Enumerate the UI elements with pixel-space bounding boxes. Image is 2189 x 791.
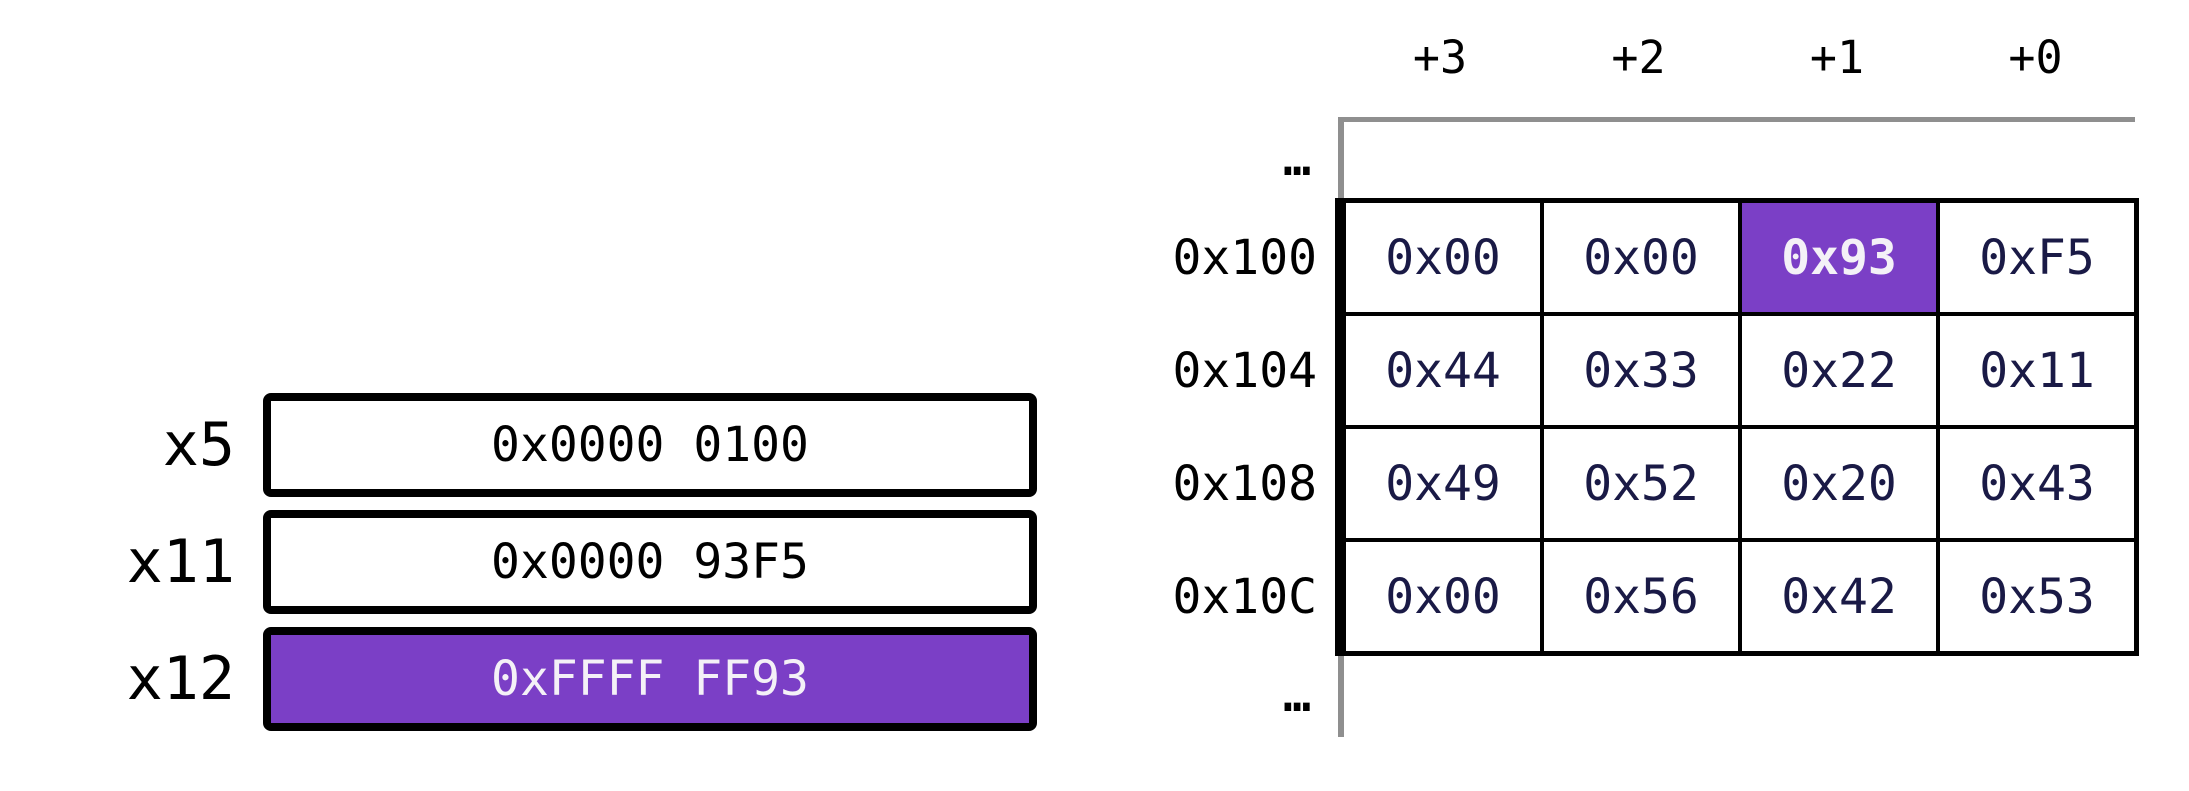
- register-value-box-x5: 0x0000 0100: [263, 393, 1037, 497]
- register-label-x12: x12: [126, 644, 235, 714]
- memory-left-boundary-top-segment: [1338, 117, 1344, 201]
- memory-cell-0x10C-plus1: 0x42: [1740, 540, 1938, 653]
- memory-cell-0x10C-plus2: 0x56: [1542, 540, 1740, 653]
- memory-cell-0x10C-plus3: 0x00: [1344, 540, 1542, 653]
- memory-address-label-0x10C: 0x10C: [1172, 568, 1318, 625]
- memory-address-label-0x108: 0x108: [1172, 455, 1318, 512]
- memory-left-boundary-bottom-segment: [1338, 653, 1344, 737]
- memory-col-header-plus0: +0: [2008, 30, 2063, 84]
- register-file: x5 0x0000 0100 x11 0x0000 93F5 x12 0xFFFF FF9…: [0, 393, 1037, 731]
- memory-cell-0x104-plus2: 0x33: [1542, 314, 1740, 427]
- memory-cell-0x108-plus3: 0x49: [1344, 427, 1542, 540]
- memory-cell-0x108-plus2: 0x52: [1542, 427, 1740, 540]
- memory-col-header-plus2: +2: [1611, 30, 1666, 84]
- memory-cell-0x100-plus0: 0xF5: [1938, 201, 2136, 314]
- memory-top-boundary-line: [1341, 117, 2135, 122]
- register-row-x5: x5 0x0000 0100: [0, 393, 1037, 497]
- memory-cell-0x108-plus1: 0x20: [1740, 427, 1938, 540]
- register-label-x5: x5: [162, 410, 235, 480]
- register-row-x12: x12 0xFFFF FF93: [0, 627, 1037, 731]
- memory-cell-0x100-plus1: 0x93: [1740, 201, 1938, 314]
- register-value-box-x11: 0x0000 93F5: [263, 510, 1037, 614]
- register-label-x11: x11: [126, 527, 235, 597]
- memory-col-header-plus3: +3: [1412, 30, 1468, 84]
- memory-ellipsis-bottom: …: [1283, 668, 1311, 722]
- memory-address-label-0x104: 0x104: [1172, 342, 1318, 399]
- register-value-box-x12: 0xFFFF FF93: [263, 627, 1037, 731]
- memory-ellipsis-top: …: [1283, 132, 1311, 186]
- memory-cell-0x104-plus3: 0x44: [1344, 314, 1542, 427]
- memory-cell-0x10C-plus0: 0x53: [1938, 540, 2136, 653]
- memory-col-header-plus1: +1: [1809, 30, 1865, 84]
- register-row-x11: x11 0x0000 93F5: [0, 510, 1037, 614]
- memory-cell-0x104-plus1: 0x22: [1740, 314, 1938, 427]
- memory-cell-0x100-plus2: 0x00: [1542, 201, 1740, 314]
- memory-cell-0x100-plus3: 0x00: [1344, 201, 1542, 314]
- memory-address-label-0x100: 0x100: [1172, 229, 1318, 286]
- memory-cell-0x104-plus0: 0x11: [1938, 314, 2136, 427]
- memory-cell-0x108-plus0: 0x43: [1938, 427, 2136, 540]
